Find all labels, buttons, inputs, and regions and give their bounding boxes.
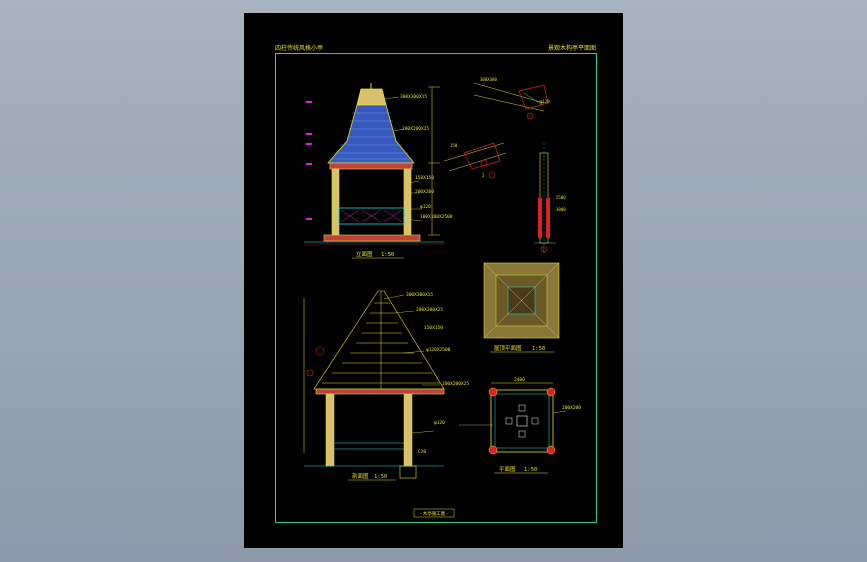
eave-beam — [329, 162, 413, 170]
detail-note-3: 150 — [450, 143, 458, 148]
section-scale: 1:50 — [374, 474, 387, 480]
section-beam — [315, 388, 445, 395]
roof-main — [327, 104, 415, 164]
title-left: 四柱传统风格小亭 — [275, 44, 323, 52]
section-column-left — [325, 393, 335, 467]
sect-note-5: 200X200X25 — [442, 381, 469, 387]
detail-note-1: 300X300 — [480, 77, 497, 82]
elev-label: 立面图 — [356, 250, 373, 258]
plan-column-1 — [488, 387, 498, 397]
detail-note-4: 2500 — [556, 195, 566, 200]
plan-dim: 2400 — [514, 377, 525, 383]
roof-plan: 屋顶平面图 1:50 — [483, 262, 560, 353]
sect-note-2: 200X200X25 — [416, 307, 443, 313]
elev-note-4: 200X200 — [415, 189, 434, 195]
plan-table — [516, 415, 528, 427]
elev-note-1: 300X300X15 — [400, 94, 427, 100]
section-callout-2 — [306, 369, 314, 377]
section-label: 剖面图 — [352, 472, 369, 480]
elev-note-2: 200X200X25 — [402, 126, 429, 132]
section-callout-1 — [315, 346, 325, 356]
sect-note-3: 150X150 — [424, 325, 443, 331]
plan-note-2: 200X200 — [562, 405, 581, 411]
floor-plan-scale: 1:50 — [524, 467, 537, 473]
section-view: 300X300X15 200X200X25 150X150 φ120X2500 … — [303, 290, 469, 481]
base-plinth — [323, 234, 421, 242]
detail-3: 3 2500 3000 — [534, 143, 566, 253]
roof-plan-label: 屋顶平面图 — [494, 344, 522, 352]
detail-note-2: φ120 — [540, 99, 550, 104]
detail-2: 2 150 — [443, 142, 507, 179]
plan-column-2 — [546, 387, 556, 397]
roof-plan-scale: 1:50 — [532, 346, 545, 352]
floor-plan-label: 平面图 — [499, 465, 516, 473]
column-left — [331, 168, 340, 236]
elev-note-3: 150X150 — [415, 175, 434, 181]
plan-column-3 — [488, 445, 498, 455]
roof-cap — [356, 88, 387, 106]
elev-markers — [306, 101, 312, 220]
detail-1: 1 300X300 φ120 — [473, 77, 550, 120]
detail-1-tag: 1 — [528, 114, 531, 119]
elev-note-5: φ120 — [420, 204, 431, 210]
cad-drawing: 四柱传统风格小亭 景观木构亭平面图 — [275, 44, 596, 518]
title-right: 景观木构亭平面图 — [548, 44, 596, 52]
footing — [399, 465, 417, 479]
elev-note-6: 100X100X2500 — [420, 214, 453, 220]
dim-top: 3000 — [556, 207, 566, 212]
sect-note-6: C20 — [418, 449, 426, 455]
section-roof-outline — [313, 290, 445, 390]
section-column-right — [403, 393, 413, 467]
detail-group: 1 300X300 φ120 2 150 — [443, 77, 566, 253]
railing-cross — [340, 209, 403, 223]
sect-note-1: 300X300X15 — [406, 292, 433, 298]
railing — [338, 207, 405, 225]
column-right — [403, 168, 412, 236]
plan-note-1: φ120 — [434, 420, 445, 426]
floor-plan-outline — [490, 389, 554, 453]
sect-note-4: φ120X2500 — [426, 347, 451, 353]
floor-plan: 2400 φ120 200X200 平面图 1:50 — [434, 377, 581, 474]
detail-3-tag: 3 — [542, 247, 545, 252]
elev-leaders — [383, 96, 423, 222]
detail-2-tag: 2 — [482, 173, 485, 178]
footer-box — [413, 508, 455, 518]
plan-column-4 — [546, 445, 556, 455]
footer-label: -木亭施工图- — [420, 510, 448, 517]
front-elevation: 300X300X15 200X200X25 150X150 200X200 φ1… — [304, 83, 453, 259]
drawing-sheet: 四柱传统风格小亭 景观木构亭平面图 — [244, 13, 623, 548]
elev-scale: 1:50 — [381, 252, 394, 258]
roof-tiles — [330, 112, 412, 160]
sheet-border — [275, 53, 597, 523]
